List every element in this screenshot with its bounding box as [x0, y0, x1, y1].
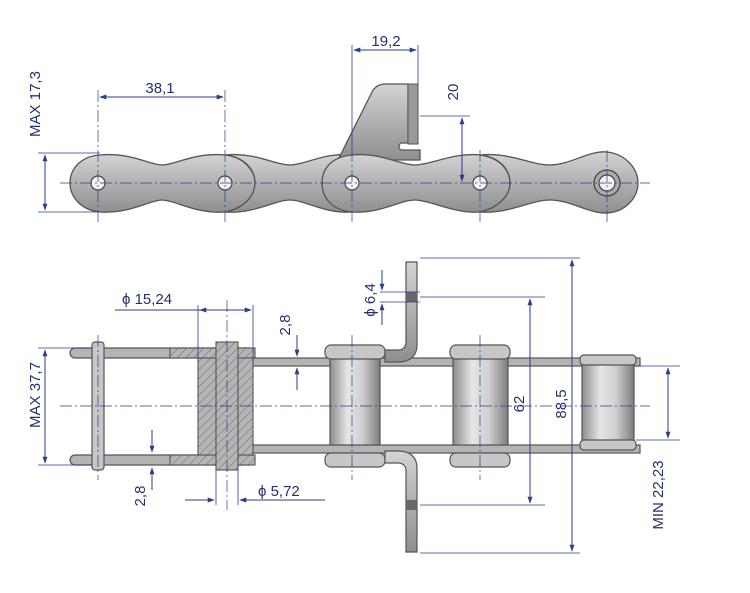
dimension-plate-height: MAX 17,3 — [27, 71, 44, 137]
dimension-inner-width: MIN 22,23 — [650, 460, 667, 529]
dimension-plate-thickness-bottom: 2,8 — [132, 486, 149, 507]
attachment-top — [384, 261, 418, 363]
chain-side-view: 38,1 19,2 20 MAX 17,3 — [27, 33, 650, 222]
dimension-roller-diameter: ϕ 15,24 — [122, 291, 172, 308]
chain-plan-view: ϕ 15,24 2,8 ϕ 6,4 MAX 37,7 62 88,5 MIN 2… — [27, 257, 680, 554]
roller-1 — [329, 357, 381, 446]
dimension-pin-diameter: ϕ 5,72 — [258, 483, 300, 500]
roller-3 — [581, 357, 635, 446]
dimension-attachment-span: 88,5 — [553, 389, 570, 418]
roller-2 — [452, 357, 509, 446]
dimension-hole-spacing: 62 — [511, 396, 528, 413]
dimension-overall-width: MAX 37,7 — [27, 362, 44, 428]
pin-head-1b — [324, 452, 386, 468]
dimension-pitch: 38,1 — [145, 80, 174, 97]
section-plate-top — [169, 347, 256, 359]
attachment-hole-bottom — [406, 500, 417, 510]
attachment-edge — [407, 83, 419, 145]
section-plate-bottom — [169, 454, 256, 466]
roller-3-cap-top — [579, 354, 637, 366]
dimension-hole-diameter: ϕ 6,4 — [362, 283, 379, 316]
attachment-hole-top — [406, 292, 417, 302]
attachment-bottom — [384, 450, 418, 553]
dimension-plate-thickness-top: 2,8 — [277, 315, 294, 336]
pin-head-1a — [324, 344, 386, 360]
attachment-bracket — [336, 83, 421, 161]
roller-3-cap-bottom — [579, 439, 637, 451]
dimension-attachment-height: 20 — [445, 84, 462, 101]
dimension-attachment-width: 19,2 — [371, 33, 400, 50]
